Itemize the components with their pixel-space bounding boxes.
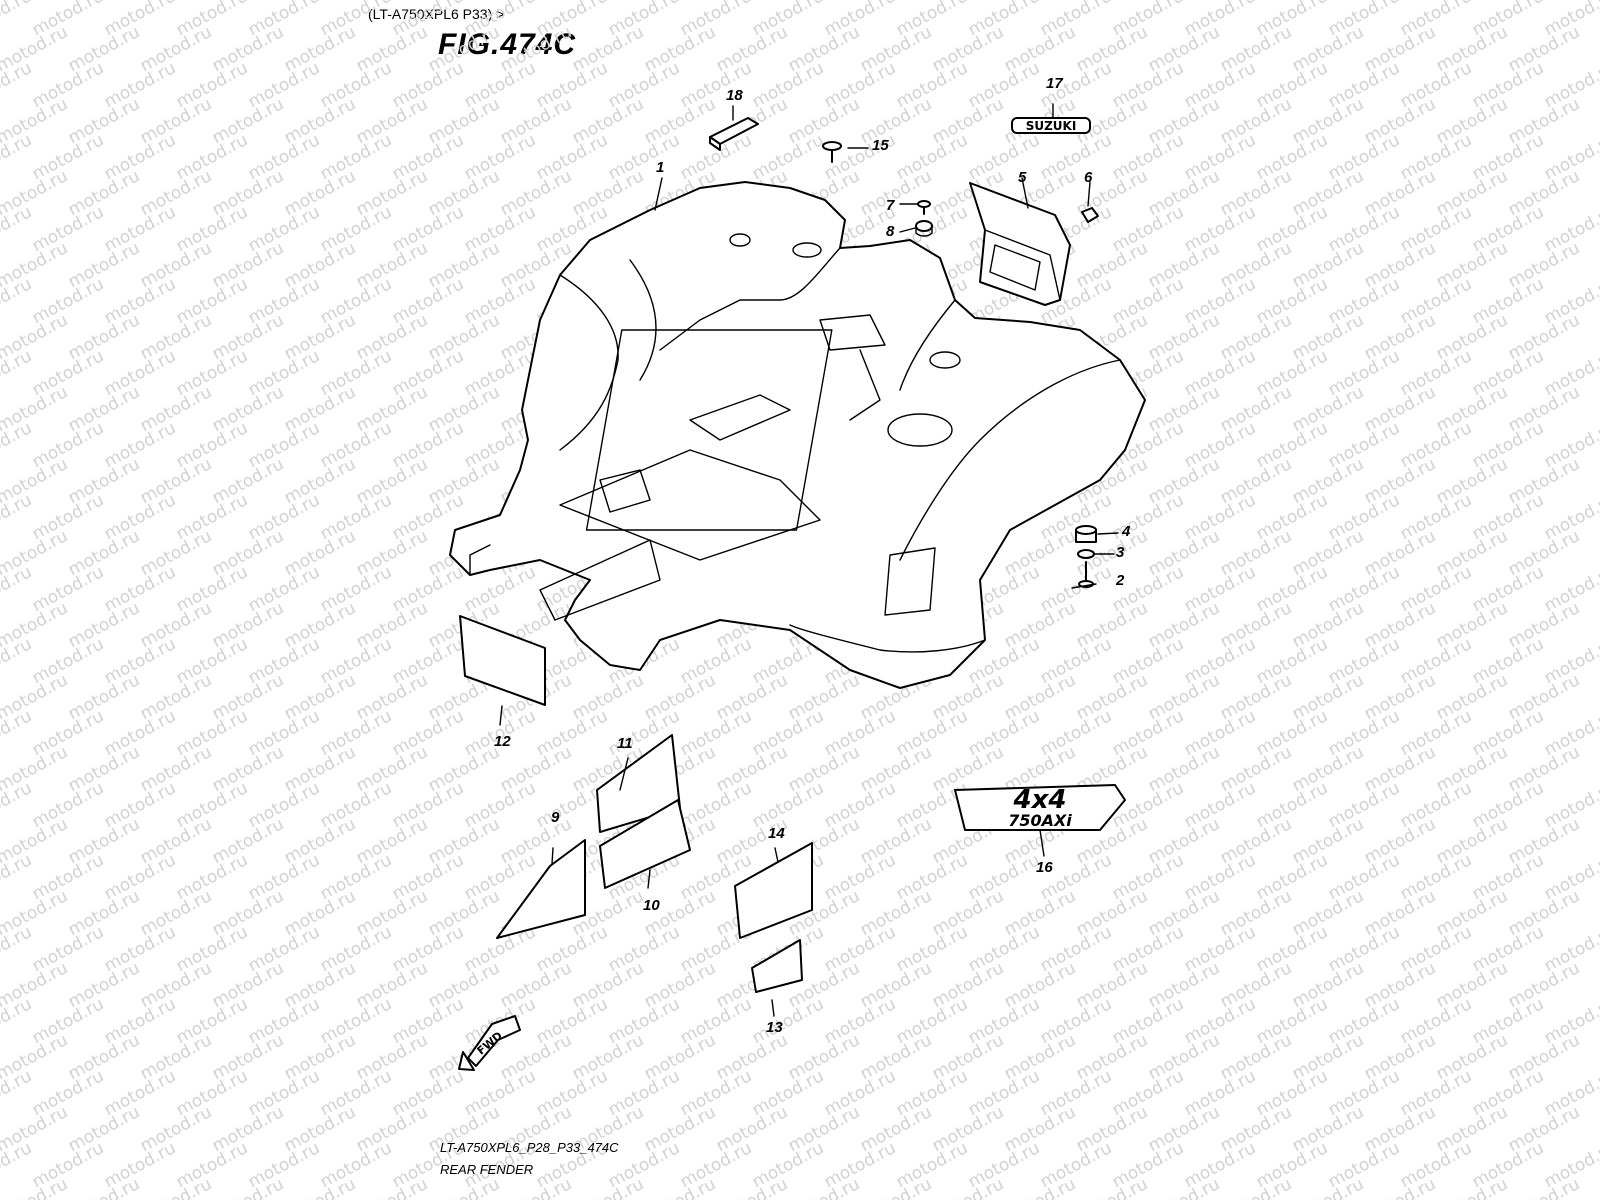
callout-9: 9: [551, 809, 560, 826]
callout-4: 4: [1121, 523, 1131, 540]
callout-14: 14: [768, 825, 785, 842]
callout-7: 7: [886, 197, 895, 214]
callout-1: 1: [656, 159, 664, 176]
grommet-part-8: [915, 220, 933, 237]
callout-11: 11: [617, 735, 633, 752]
emblem-750axi-text: 750AXi: [1008, 811, 1072, 830]
decal-part-14: [734, 842, 813, 939]
callout-15: 15: [872, 137, 889, 154]
bracket-part-5: [969, 182, 1071, 306]
leader-lines: [499, 103, 1119, 1017]
callout-10: 10: [643, 897, 660, 914]
decal-part-10: [599, 799, 691, 889]
washer-part-3: [1077, 549, 1095, 559]
decal-part-9: [496, 839, 586, 939]
clip-part-15: [822, 141, 842, 163]
model-reference: (LT-A750XPL6 P33) >: [368, 6, 505, 22]
screw-part-7: [917, 200, 931, 215]
callout-12: 12: [494, 733, 511, 750]
callout-17: 17: [1046, 75, 1063, 92]
nut-part-6: [1081, 207, 1099, 223]
callout-2: 2: [1115, 572, 1125, 589]
callout-6: 6: [1084, 169, 1093, 186]
emblem-part-16: 4x4 750AXi: [954, 784, 1126, 831]
diagram-code: LT-A750XPL6_P28_P33_474C: [440, 1140, 619, 1155]
decal-part-12: [459, 615, 546, 706]
callout-18: 18: [726, 87, 743, 104]
pad-part-18: [709, 117, 759, 151]
callout-5: 5: [1018, 169, 1027, 186]
callout-16: 16: [1036, 859, 1053, 876]
callout-13: 13: [766, 1019, 783, 1036]
rear-fender-part-1: [449, 181, 1146, 689]
part-group-name: REAR FENDER: [440, 1162, 534, 1177]
cushion-part-4: [1075, 525, 1097, 543]
figure-title: FIG.474C: [438, 28, 577, 61]
emblem-4x4-text: 4x4: [1013, 785, 1067, 815]
callout-8: 8: [886, 223, 895, 240]
suzuki-emblem-part-17: SUZUKI: [1011, 117, 1091, 134]
decal-part-13: [751, 939, 803, 993]
watermark-text: motod.ru: [0, 0, 35, 40]
suzuki-emblem-text: SUZUKI: [1026, 119, 1077, 133]
callout-3: 3: [1116, 544, 1125, 561]
